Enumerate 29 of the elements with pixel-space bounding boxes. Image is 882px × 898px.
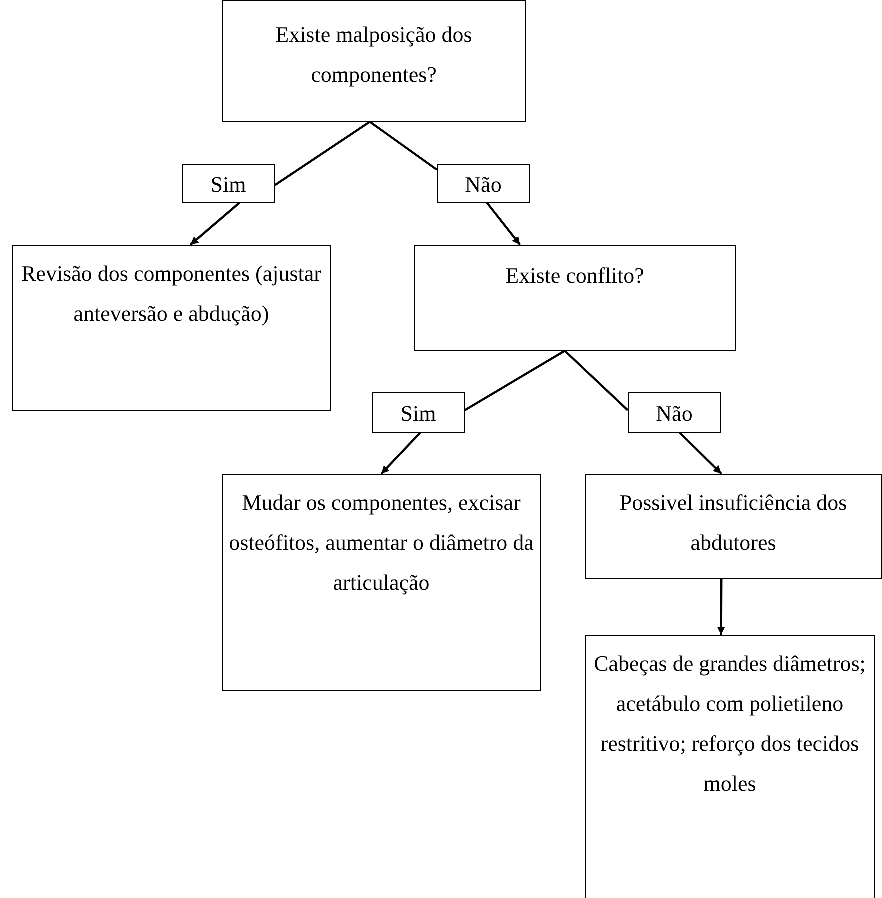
node-text: Não [655,400,694,428]
branch-label-box [182,164,275,203]
process-box [585,635,875,898]
arrow [486,202,522,246]
arrow [190,202,240,246]
connector-line [564,350,629,412]
process-box [585,474,882,579]
arrow [380,432,422,475]
node-text: Não [464,171,503,199]
node-text: Mudar os componentes, excisar osteófitos, aumentar o diâmetro da articulação [229,489,534,597]
branch-label-box [628,392,721,433]
arrow [717,579,726,635]
node-text: Revisão dos componentes (ajustar anteversão e abdução) [20,260,322,328]
connector-line [274,121,371,186]
node-text: Sim [400,400,438,428]
connector-line [464,350,566,412]
connector-line [369,121,438,171]
decision-box [222,0,526,122]
process-box [222,474,541,691]
branch-label-box [372,392,465,433]
node-text: Possivel insuficiência dos abdutores [618,489,848,557]
branch-label-box [437,164,530,203]
node-text: Existe malposição dos componentes? [274,21,474,89]
node-text: Existe conflito? [504,262,646,290]
arrow [679,432,722,475]
node-text: Cabeças de grandes diâmetros; acetábulo com polietileno restritivo; reforço dos tecidos moles [593,650,867,798]
node-text: Sim [210,171,248,199]
decision-box [414,245,736,351]
process-box [12,245,331,411]
